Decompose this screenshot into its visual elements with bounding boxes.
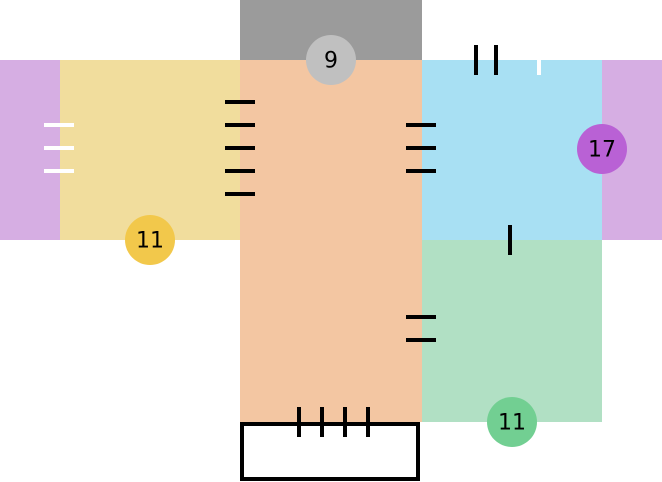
- tick-marks-orange-blue: [406, 123, 436, 173]
- tick-marks-purple-yellow: [44, 123, 74, 173]
- badge-gray-label: 9: [324, 49, 338, 74]
- blue-face: [422, 60, 602, 240]
- orange-face: [240, 60, 422, 422]
- yellow-face: [60, 60, 240, 240]
- badge-yellow-label: 11: [136, 229, 164, 254]
- badge-green: [487, 397, 537, 447]
- badge-gray: [306, 35, 356, 85]
- tick-marks-blue-top: [474, 45, 498, 75]
- tick-marks-orange-blank: [297, 407, 370, 437]
- badge-purple: [577, 124, 627, 174]
- badge-yellow: [125, 215, 175, 265]
- tick-marks-yellow-orange: [225, 100, 255, 196]
- blank-face: [240, 422, 420, 481]
- tick-marks-orange-green: [406, 315, 436, 342]
- badge-green-label: 11: [498, 411, 526, 436]
- badge-purple-label: 17: [588, 138, 616, 163]
- green-face: [422, 240, 602, 422]
